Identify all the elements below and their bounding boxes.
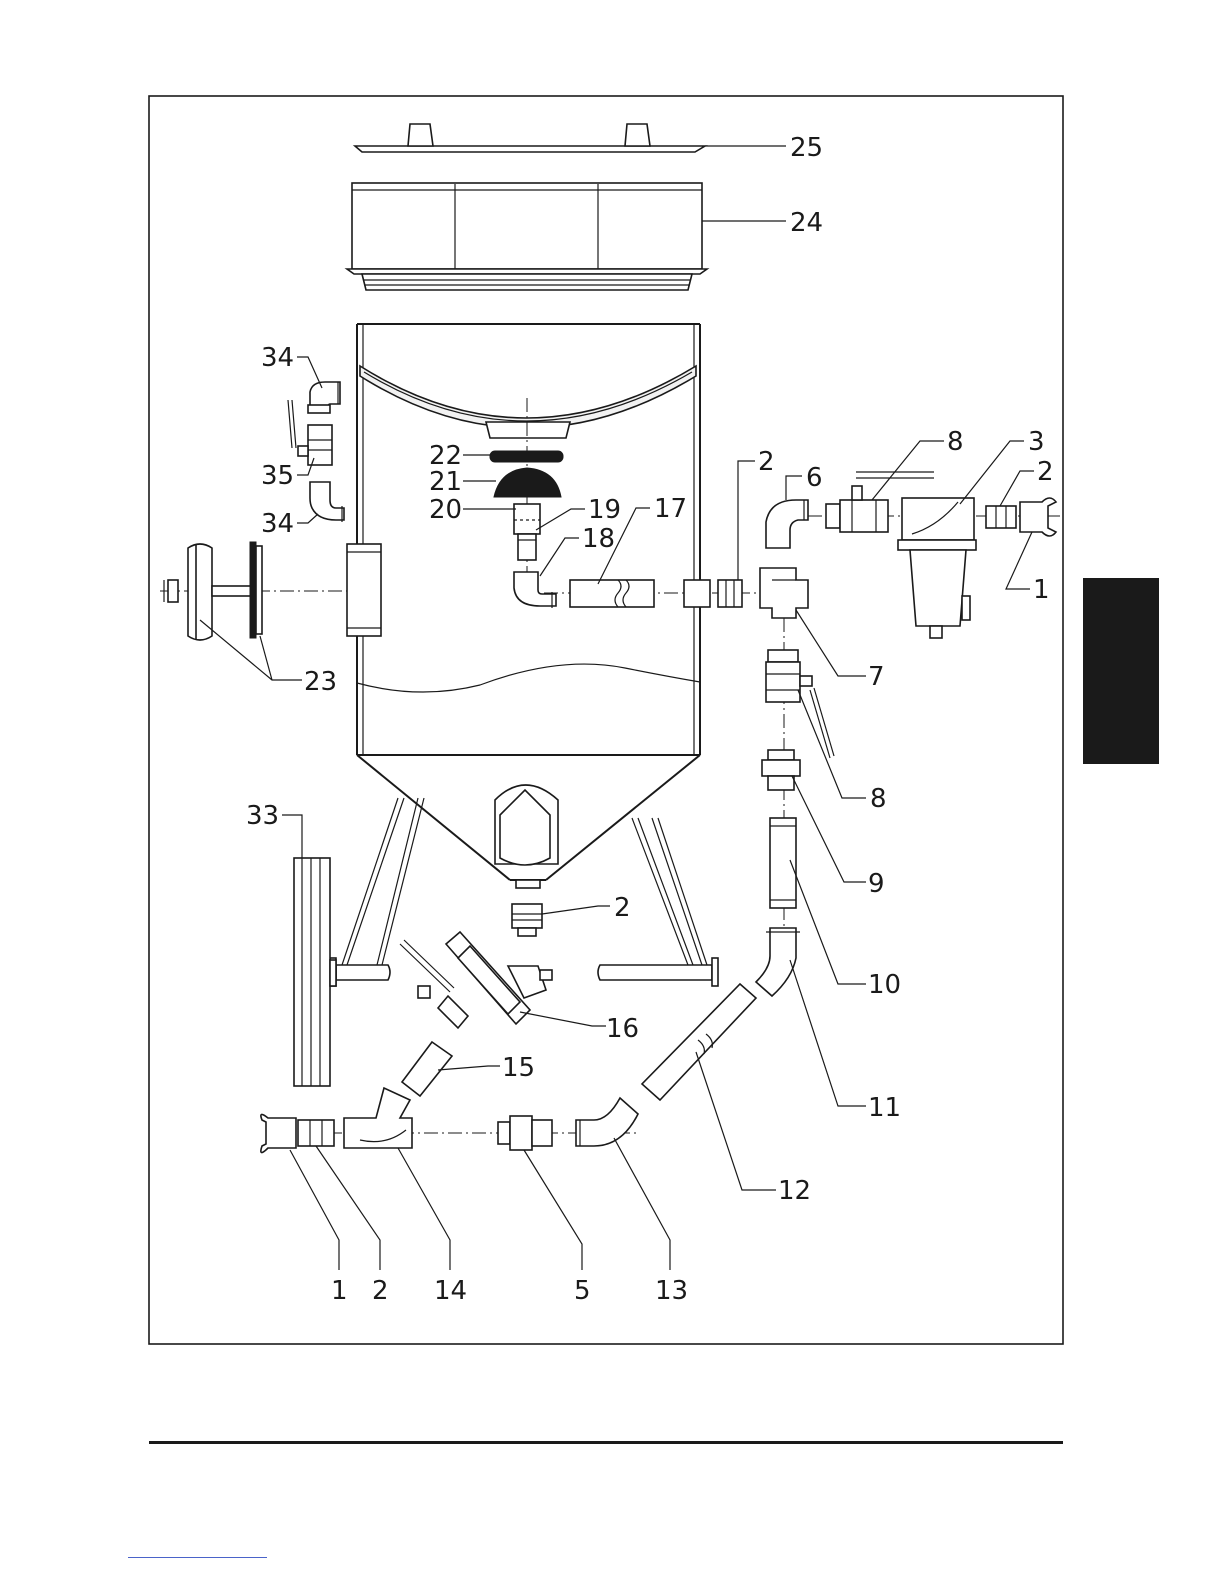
- claw-coupling-bottom: [261, 1114, 296, 1152]
- label-part-35: 35: [261, 461, 294, 491]
- label-part-34-top: 34: [261, 343, 294, 373]
- label-part-8-top: 8: [947, 427, 964, 457]
- seal-ring: [490, 451, 563, 462]
- pipe-socket: [684, 580, 710, 607]
- label-part-11: 11: [868, 1093, 901, 1123]
- label-part-20: 20: [429, 495, 462, 525]
- tee-fitting: [760, 568, 808, 618]
- section-tab: [1083, 578, 1159, 764]
- tank-lid: [355, 124, 705, 152]
- label-part-18: 18: [582, 524, 615, 554]
- label-part-24: 24: [790, 208, 823, 238]
- upper-elbow-6: [766, 500, 808, 548]
- label-part-12: 12: [778, 1176, 811, 1206]
- footer-link-underline[interactable]: [128, 1557, 267, 1558]
- bottom-union: [498, 1116, 552, 1150]
- upper-elbow: [308, 382, 340, 413]
- inlet-elbow: [514, 572, 556, 608]
- label-part-16: 16: [606, 1014, 639, 1044]
- label-part-14: 14: [434, 1276, 467, 1306]
- claw-coupling-right: [1020, 498, 1056, 536]
- moisture-filter: [898, 498, 976, 638]
- ball-valve-lower: [766, 650, 834, 758]
- label-part-8-lower: 8: [870, 784, 887, 814]
- label-part-34-bottom: 34: [261, 509, 294, 539]
- label-part-2-right: 2: [1037, 457, 1054, 487]
- label-part-2-outlet: 2: [614, 893, 631, 923]
- lower-elbow-11: [756, 928, 800, 996]
- long-nipple-upper: [570, 580, 654, 607]
- label-part-2-bottom: 2: [372, 1276, 389, 1306]
- label-part-10: 10: [868, 970, 901, 1000]
- inlet-nipple: [518, 534, 536, 560]
- label-part-21: 21: [429, 467, 462, 497]
- label-part-23: 23: [304, 667, 337, 697]
- manhole-cover: [160, 542, 347, 640]
- outlet-nipple: [512, 880, 542, 936]
- mixing-valve-body: [344, 1088, 412, 1148]
- leader-lines: [200, 146, 1034, 1270]
- hex-nipple-upper: [718, 580, 742, 607]
- label-part-19: 19: [588, 495, 621, 525]
- footer-rule: [149, 1441, 1063, 1444]
- sieve-ring: [347, 183, 707, 290]
- label-part-3: 3: [1028, 427, 1045, 457]
- label-part-9: 9: [868, 869, 885, 899]
- pop-up-valve: [494, 468, 561, 497]
- label-part-6: 6: [806, 463, 823, 493]
- label-part-2-tee: 2: [758, 447, 775, 477]
- label-part-7: 7: [868, 662, 885, 692]
- hex-nipple-right: [986, 506, 1016, 528]
- diagonal-nipple: [642, 984, 756, 1100]
- label-part-1-bottom: 1: [331, 1276, 348, 1306]
- label-part-13: 13: [655, 1276, 688, 1306]
- label-part-15: 15: [502, 1053, 535, 1083]
- long-nipple-vertical: [770, 818, 796, 908]
- wheel: [294, 858, 336, 1086]
- label-part-5: 5: [574, 1276, 591, 1306]
- label-part-1-right: 1: [1033, 575, 1050, 605]
- bottom-elbow-13: [576, 1098, 638, 1146]
- label-part-17: 17: [654, 494, 687, 524]
- label-part-25: 25: [790, 133, 823, 163]
- label-part-33: 33: [246, 801, 279, 831]
- union-fitting: [762, 750, 800, 790]
- hex-nipple-bottom: [298, 1120, 334, 1146]
